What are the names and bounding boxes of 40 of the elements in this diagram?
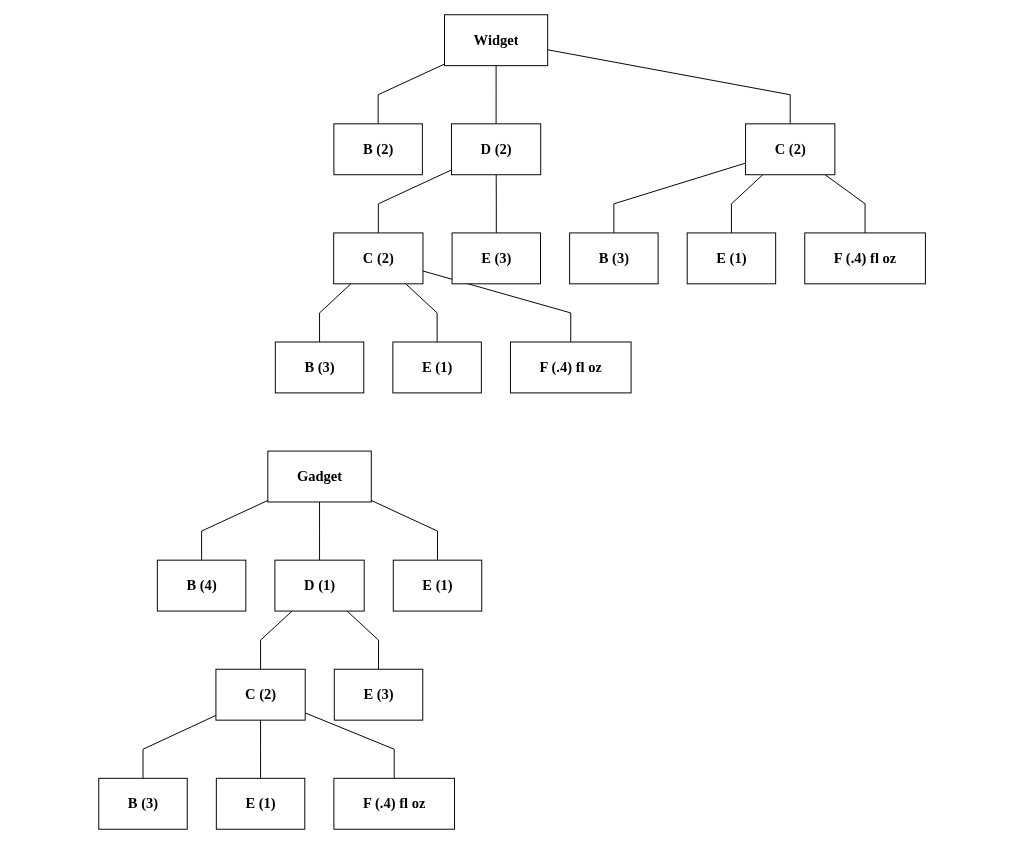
node-box: C (2) xyxy=(215,668,306,721)
node-box: D (2) xyxy=(450,123,542,176)
node-box: Widget xyxy=(443,14,549,67)
connector xyxy=(495,174,497,234)
node-box: C (2) xyxy=(745,123,836,176)
connector xyxy=(824,174,866,234)
node-box: B (3) xyxy=(98,777,188,830)
connector xyxy=(547,49,791,125)
connector xyxy=(377,63,445,125)
connector xyxy=(260,719,261,779)
node-box: B (4) xyxy=(156,559,247,612)
connector xyxy=(613,162,746,234)
connector xyxy=(730,174,764,234)
node-box: F (.4) fl oz xyxy=(804,232,926,285)
connector xyxy=(495,65,497,125)
connector xyxy=(370,499,438,561)
node-box: E (1) xyxy=(392,559,483,612)
node-box: D (1) xyxy=(274,559,365,612)
node-box: E (1) xyxy=(215,777,306,830)
connector xyxy=(319,283,352,343)
connector xyxy=(142,714,217,779)
node-box: E (1) xyxy=(392,341,482,394)
node-box: B (2) xyxy=(333,123,423,176)
node-box: Gadget xyxy=(267,450,372,503)
connector xyxy=(377,169,452,234)
connector xyxy=(201,499,269,561)
node-box: B (3) xyxy=(274,341,365,394)
node-box: E (1) xyxy=(686,232,777,285)
connector xyxy=(304,712,395,779)
connector xyxy=(319,501,320,561)
connector xyxy=(346,610,379,670)
node-box: C (2) xyxy=(333,232,424,285)
node-box: F (.4) fl oz xyxy=(509,341,632,394)
node-box: E (3) xyxy=(451,232,541,285)
connector xyxy=(405,283,438,343)
node-box: F (.4) fl oz xyxy=(333,777,455,830)
node-box: B (3) xyxy=(569,232,659,285)
connector xyxy=(260,610,293,670)
connector xyxy=(422,270,572,343)
node-box: E (3) xyxy=(333,668,424,721)
